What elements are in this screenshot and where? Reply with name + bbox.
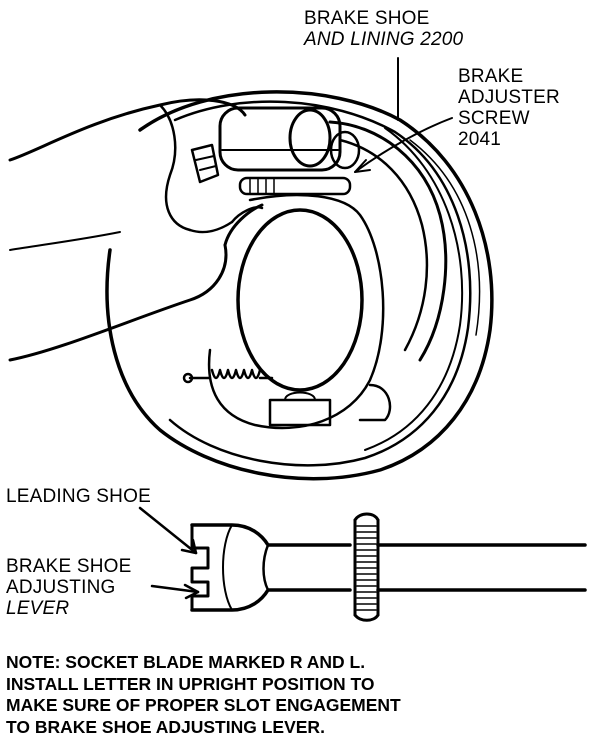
upper-leader-lines <box>354 57 453 173</box>
installation-note: NOTE: SOCKET BLADE MARKED R AND L. INSTA… <box>6 652 401 738</box>
brake-shoe-lining-label: BRAKE SHOE AND LINING 2200 <box>304 8 463 50</box>
socket-tool <box>190 512 587 622</box>
note-line2: INSTALL LETTER IN UPRIGHT POSITION TO <box>6 673 375 694</box>
lower-leader-arrows <box>138 506 200 600</box>
adjusting-lever-label-line1: BRAKE SHOE <box>6 556 132 577</box>
return-spring <box>182 368 274 384</box>
hub-opening <box>236 208 364 392</box>
brake-shoe-lining-label-line1: BRAKE SHOE <box>304 8 430 29</box>
lower-anchor <box>268 383 392 427</box>
leading-shoe-arrow <box>138 506 198 555</box>
hand <box>8 98 264 362</box>
tool-knurling <box>356 525 377 611</box>
adjuster-label-line4: 2041 <box>458 129 502 150</box>
adjusting-lever-label: BRAKE SHOE ADJUSTING LEVER <box>6 556 132 619</box>
leading-shoe-label-text: LEADING SHOE <box>6 486 151 507</box>
brake-adjuster-screw-label: BRAKE ADJUSTER SCREW 2041 <box>458 66 560 150</box>
adjusting-lever-label-line2: ADJUSTING <box>6 577 116 598</box>
adjuster-label-line2: ADJUSTER <box>458 87 560 108</box>
adjuster-screw <box>238 176 352 196</box>
adjusting-lever-label-line3: LEVER <box>6 598 70 619</box>
shoe-web <box>207 193 385 430</box>
brake-shoe-lining-label-line2: AND LINING 2200 <box>304 29 464 50</box>
wheel-cylinder <box>218 106 361 172</box>
adjuster-label-line1: BRAKE <box>458 66 524 87</box>
adjusting-lever-assembly <box>190 143 220 184</box>
backing-plate <box>105 90 494 481</box>
adjusting-lever-arrow <box>150 584 200 594</box>
brake-shoe-lining <box>328 120 448 362</box>
note-line4: TO BRAKE SHOE ADJUSTING LEVER. <box>6 716 325 737</box>
adjuster-label-line3: SCREW <box>458 108 530 129</box>
leading-shoe-label: LEADING SHOE <box>6 486 151 507</box>
note-line1: NOTE: SOCKET BLADE MARKED R AND L. <box>6 652 366 672</box>
note-line3: MAKE SURE OF PROPER SLOT ENGAGEMENT <box>6 695 401 715</box>
